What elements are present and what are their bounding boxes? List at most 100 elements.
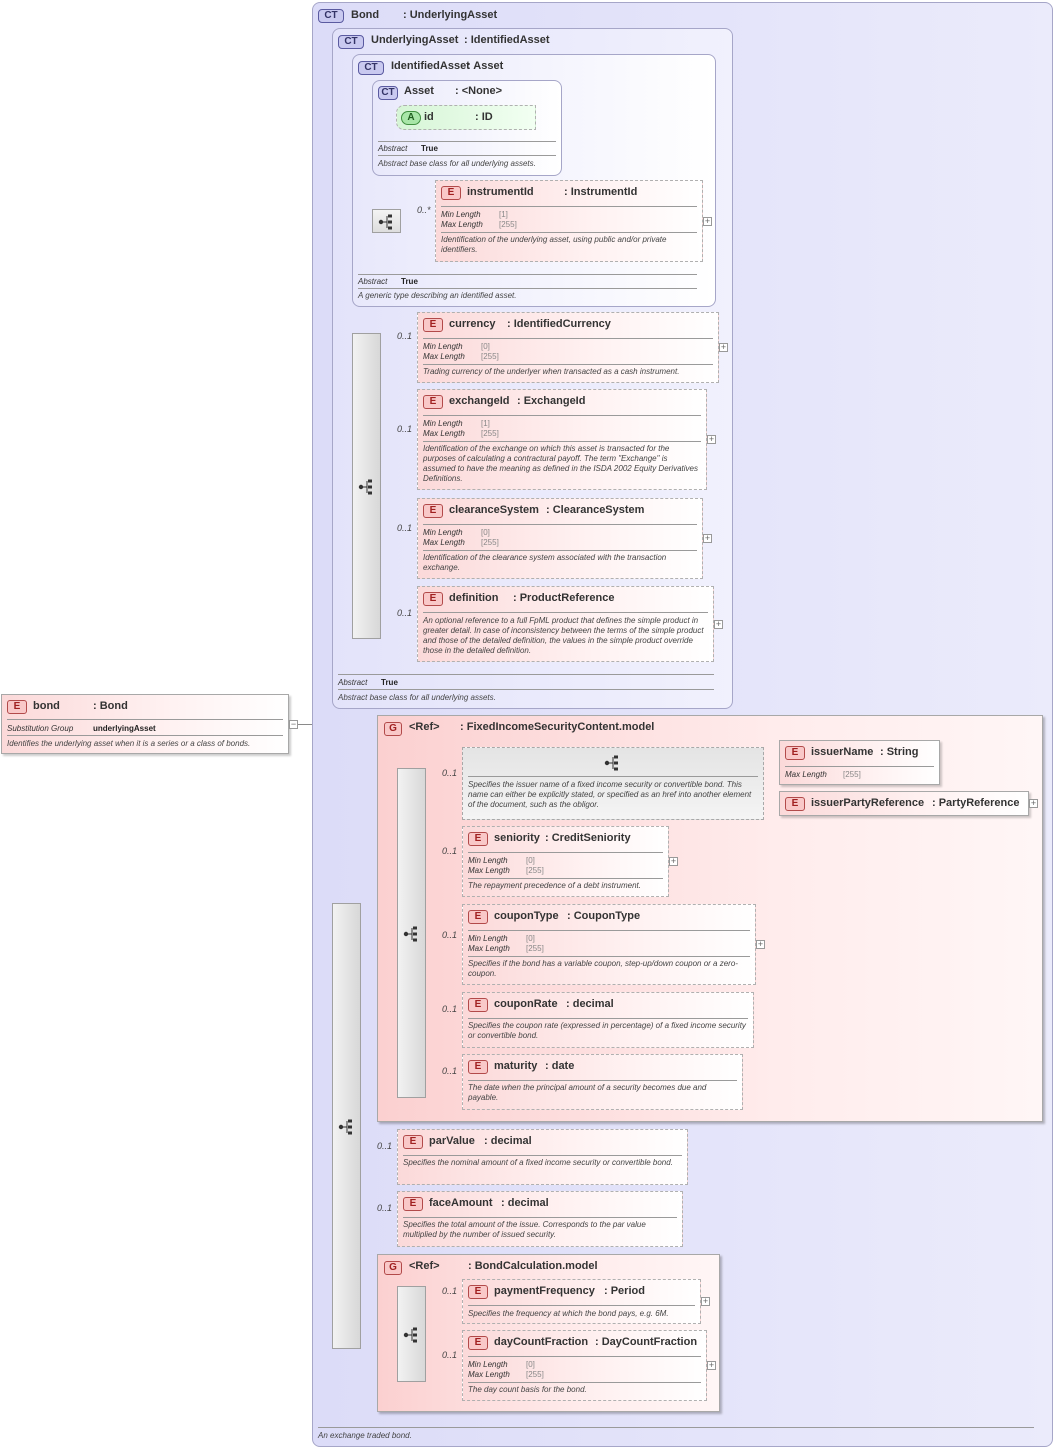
max-length-label: Max Length — [468, 1370, 510, 1379]
attr-id-type: : ID — [475, 111, 493, 123]
expand-icon[interactable]: + — [714, 619, 723, 629]
element-instrumentId[interactable]: E instrumentId : InstrumentId Min Length… — [435, 180, 703, 262]
element-seniority[interactable]: E seniority : CreditSeniority Min Length… — [462, 826, 669, 897]
sequence-compositor-bond[interactable] — [332, 903, 361, 1349]
attribute-id[interactable]: A id : ID — [396, 105, 536, 130]
element-clearanceSystem[interactable]: E clearanceSystem : ClearanceSystem Min … — [417, 498, 703, 579]
element-currency[interactable]: E currency : IdentifiedCurrency Min Leng… — [417, 312, 719, 383]
sequence-icon — [403, 926, 417, 942]
element-badge-icon: E — [468, 1060, 488, 1074]
max-length-label: Max Length — [423, 538, 465, 547]
min-length-value: [0] — [526, 856, 535, 865]
issuer-choice-sequence[interactable]: Specifies the issuer name of a fixed inc… — [462, 747, 764, 820]
min-length-label: Min Length — [441, 210, 481, 219]
complex-type-badge-icon: CT — [358, 61, 384, 75]
expand-icon[interactable]: + — [719, 342, 728, 352]
min-length-value: [0] — [526, 1360, 535, 1369]
min-length-label: Min Length — [423, 528, 463, 537]
group-name: : BondCalculation.model — [468, 1260, 598, 1272]
sequence-compositor-underlying[interactable] — [352, 333, 381, 639]
sequence-compositor[interactable] — [372, 209, 401, 233]
seniority-multiplicity: 0..1 — [442, 846, 458, 856]
instrumentId-multiplicity: 0..* — [417, 205, 431, 215]
element-name: seniority — [494, 832, 540, 844]
ct-underlying-base: : IdentifiedAsset — [464, 34, 550, 46]
complex-type-badge-icon: CT — [318, 9, 344, 23]
sequence-compositor-bond-calculation[interactable] — [397, 1286, 426, 1382]
faceAmount-multiplicity: 0..1 — [377, 1203, 393, 1213]
element-definition[interactable]: E definition : ProductReference An optio… — [417, 586, 714, 662]
element-couponRate[interactable]: E couponRate : decimal Specifies the cou… — [462, 992, 754, 1048]
bond-element-name: bond — [33, 700, 60, 712]
element-badge-icon: E — [403, 1135, 423, 1149]
abstract-value: True — [381, 678, 398, 687]
expand-icon[interactable]: + — [707, 1360, 716, 1370]
expand-icon[interactable]: + — [756, 939, 765, 949]
bond-element-box[interactable]: E bond : Bond Substitution Group underly… — [1, 694, 289, 754]
max-length-label: Max Length — [468, 866, 510, 875]
group-ref: <Ref> — [409, 1260, 440, 1272]
max-length-value: [255] — [526, 1370, 544, 1379]
element-badge-icon: E — [423, 592, 443, 606]
ct-underlying-doc: Abstract base class for all underlying a… — [338, 693, 496, 702]
ct-underlying-name: UnderlyingAsset — [371, 34, 459, 46]
collapse-toggle-icon[interactable]: − — [289, 719, 298, 729]
element-doc: Trading currency of the underlyer when t… — [423, 367, 680, 376]
element-exchangeId[interactable]: E exchangeId : ExchangeId Min Length [1]… — [417, 389, 707, 490]
group-ref: <Ref> — [409, 721, 440, 733]
element-badge-icon: E — [468, 998, 488, 1012]
sequence-icon — [403, 1327, 417, 1343]
exchangeId-multiplicity: 0..1 — [397, 424, 413, 434]
bond-element-type: : Bond — [93, 700, 128, 712]
expand-icon[interactable]: + — [707, 434, 716, 444]
attr-id-name: id — [424, 111, 434, 123]
sequence-icon — [378, 214, 392, 230]
expand-icon[interactable]: + — [1029, 798, 1038, 808]
element-doc: The repayment precedence of a debt instr… — [468, 881, 641, 890]
expand-icon[interactable]: + — [701, 1296, 710, 1306]
sequence-icon — [604, 755, 618, 771]
element-doc: Specifies the coupon rate (expressed in … — [468, 1021, 746, 1040]
sequence-icon — [338, 1119, 352, 1135]
element-badge-icon: E — [423, 504, 443, 518]
group-name: : FixedIncomeSecurityContent.model — [460, 721, 655, 733]
min-length-value: [1] — [481, 419, 490, 428]
element-name: couponRate — [494, 998, 558, 1010]
element-faceAmount[interactable]: E faceAmount : decimal Specifies the tot… — [397, 1191, 683, 1247]
ct-bond-base: : UnderlyingAsset — [403, 9, 498, 21]
element-badge-icon: E — [785, 746, 805, 760]
max-length-value: [255] — [499, 220, 517, 229]
element-name: definition — [449, 592, 499, 604]
abstract-label: Abstract — [338, 678, 368, 687]
expand-icon[interactable]: + — [669, 856, 678, 866]
max-length-value: [255] — [843, 770, 861, 779]
element-name: instrumentId — [467, 186, 534, 198]
element-couponType[interactable]: E couponType : CouponType Min Length [0]… — [462, 904, 756, 985]
expand-icon[interactable]: + — [703, 216, 712, 226]
element-name: exchangeId — [449, 395, 510, 407]
element-issuerPartyReference[interactable]: E issuerPartyReference : PartyReference — [779, 791, 1029, 816]
abstract-label: Abstract — [378, 144, 408, 153]
element-issuerName[interactable]: E issuerName : String Max Length [255] — [779, 740, 940, 785]
couponType-multiplicity: 0..1 — [442, 930, 458, 940]
element-dayCountFraction[interactable]: E dayCountFraction : DayCountFraction Mi… — [462, 1330, 707, 1401]
element-name: issuerName — [811, 746, 874, 758]
element-parValue[interactable]: E parValue : decimal Specifies the nomin… — [397, 1129, 688, 1185]
element-badge-icon: E — [403, 1197, 423, 1211]
expand-icon[interactable]: + — [703, 533, 712, 543]
complex-type-badge-icon: CT — [378, 86, 398, 100]
element-name: currency — [449, 318, 496, 330]
element-badge-icon: E — [441, 186, 461, 200]
max-length-label: Max Length — [423, 429, 465, 438]
element-badge-icon: E — [7, 700, 27, 714]
element-paymentFrequency[interactable]: E paymentFrequency : Period Specifies th… — [462, 1279, 701, 1324]
element-maturity[interactable]: E maturity : date The date when the prin… — [462, 1054, 743, 1110]
ct-asset-base: : <None> — [455, 85, 503, 97]
element-type: : ProductReference — [513, 592, 615, 604]
ct-identified-name: IdentifiedAsset — [391, 60, 470, 72]
max-length-value: [255] — [526, 944, 544, 953]
element-type: : decimal — [566, 998, 614, 1010]
sequence-compositor-fixed-income[interactable] — [397, 768, 426, 1098]
issuer-choice-doc: Specifies the issuer name of a fixed inc… — [468, 780, 752, 809]
currency-multiplicity: 0..1 — [397, 331, 413, 341]
